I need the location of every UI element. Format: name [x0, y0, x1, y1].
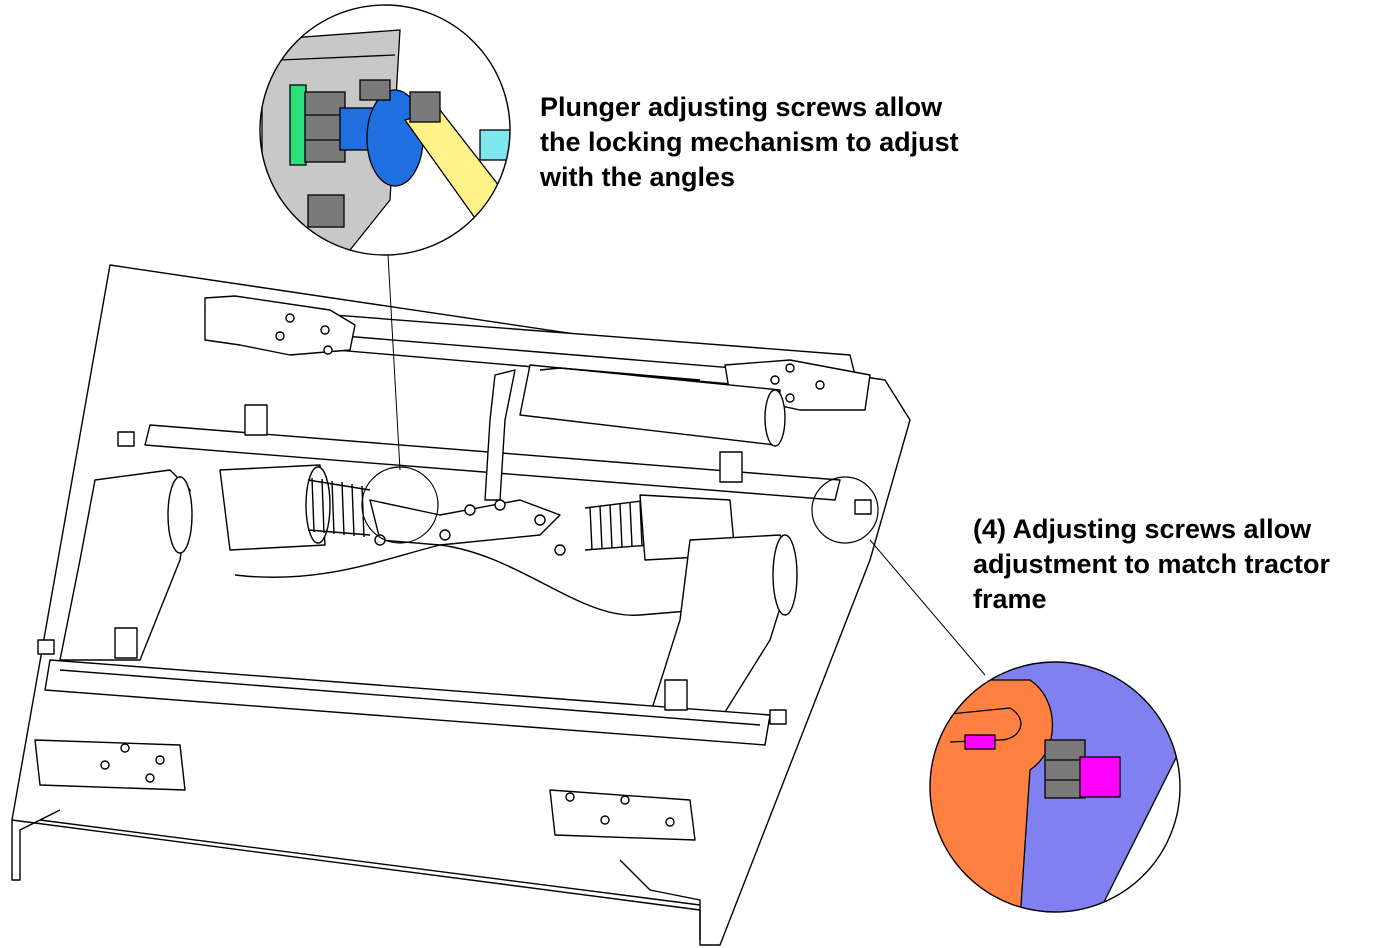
rear-left-bracket [204, 295, 356, 356]
plunger-callout-line-1: Plunger adjusting screws allow [540, 92, 943, 122]
leader-line-right [869, 539, 986, 676]
front-left-bracket [34, 739, 186, 791]
plunger-callout: Plunger adjusting screws allow the locki… [540, 90, 959, 195]
adjusting-callout-line-1: (4) Adjusting screws allow [973, 514, 1312, 544]
pin-magenta-left [964, 734, 996, 750]
seat-frame-drawing [11, 264, 911, 946]
plunger-callout-line-2: the locking mechanism to adjust [540, 127, 959, 157]
lower-bolt [307, 194, 345, 228]
adjusting-screw-callout: (4) Adjusting screws allow adjustment to… [973, 512, 1330, 617]
front-right-bracket [549, 789, 696, 841]
top-nut [409, 91, 441, 123]
side-adjusting-screws [37, 431, 872, 725]
washer-green [289, 84, 307, 166]
adjusting-screw-detail-circle [929, 661, 1181, 913]
base-plate-front-edge [39, 819, 701, 906]
adjusting-screw-magenta [1079, 756, 1121, 798]
plunger-detail-circle [259, 4, 511, 256]
base-plate-bottom-flange [619, 859, 701, 940]
plunger-callout-line-3: with the angles [540, 162, 736, 192]
adjusting-callout-line-3: frame [973, 584, 1047, 614]
plunger-detail-view [260, 5, 510, 255]
release-cable [234, 544, 701, 616]
left-pivot-arm [59, 469, 191, 661]
right-spring [584, 499, 651, 551]
adjusting-screw-detail-view [930, 662, 1180, 912]
bracket-orange [930, 679, 1054, 912]
lock-nut [304, 91, 346, 163]
base-plate-left-flange [11, 809, 61, 881]
adjusting-nut [1044, 739, 1086, 799]
detail-marker-right [811, 476, 879, 544]
left-damper-block [219, 464, 326, 551]
link-rod-cyan [479, 129, 510, 161]
center-link [369, 499, 561, 546]
front-rail [44, 659, 771, 746]
adjusting-callout-line-2: adjustment to match tractor [973, 549, 1331, 579]
leader-line-top [387, 254, 401, 471]
left-spring [307, 477, 371, 538]
